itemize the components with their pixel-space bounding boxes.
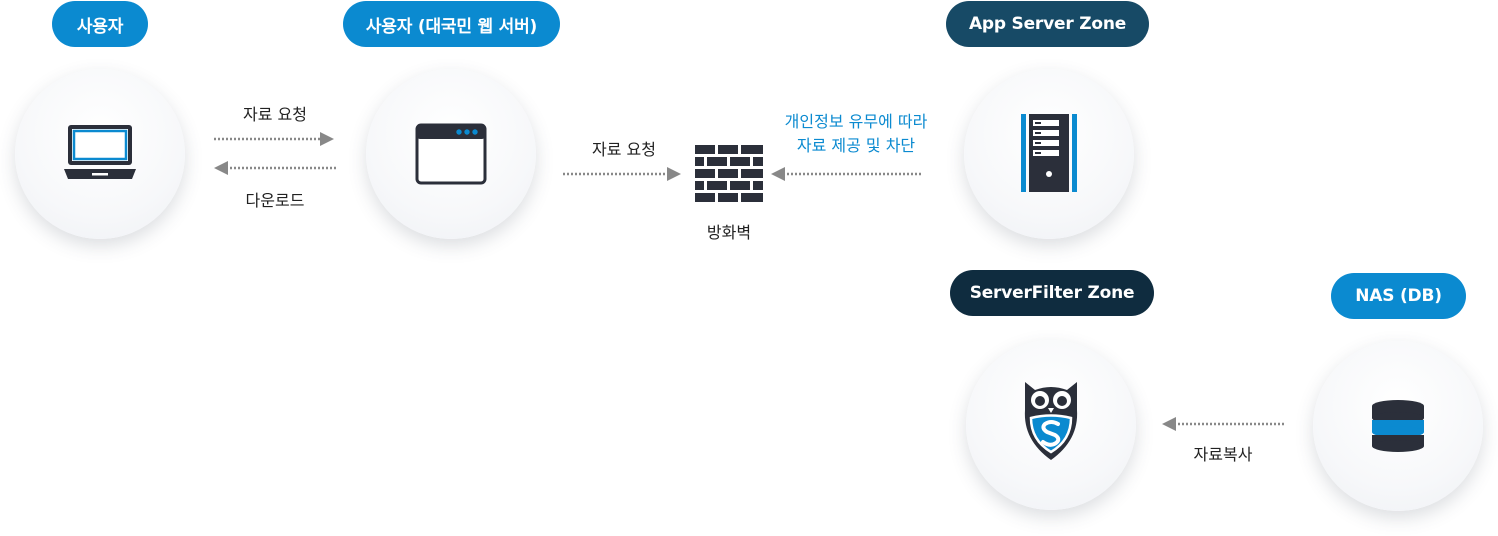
arrow-app-to-firewall [771, 167, 923, 181]
server-rack-icon [1021, 114, 1077, 192]
edge-label-privacy-line1: 개인정보 유무에 따라 [784, 112, 928, 131]
arrow-download-to-user [214, 161, 336, 175]
server-filter-node [966, 340, 1136, 510]
web-server-node [366, 69, 536, 239]
arrow-request-to-firewall [563, 167, 681, 181]
database-icon [1372, 400, 1424, 452]
zone-label-user: 사용자 [52, 1, 148, 47]
zone-label-app-server: App Server Zone [946, 1, 1149, 47]
edge-label-download: 다운로드 [245, 191, 305, 210]
browser-window-icon [415, 123, 487, 185]
edge-label-copy: 자료복사 [1193, 445, 1253, 464]
edge-label-request-1: 자료 요청 [243, 105, 307, 124]
app-server-node [964, 69, 1134, 239]
user-node [15, 69, 185, 239]
nas-node [1313, 341, 1483, 511]
arrow-request-to-web [214, 132, 334, 146]
owl-shield-icon [1024, 382, 1078, 460]
zone-label-server-filter: ServerFilter Zone [950, 270, 1154, 316]
edge-label-request-2: 자료 요청 [592, 140, 656, 159]
laptop-icon [64, 125, 136, 179]
firewall-brick-icon [695, 145, 763, 202]
zone-label-nas: NAS (DB) [1331, 273, 1466, 319]
firewall-label: 방화벽 [706, 223, 752, 242]
edge-label-privacy-filter: 개인정보 유무에 따라 자료 제공 및 차단 [771, 110, 941, 158]
arrow-nas-to-filter [1162, 417, 1284, 431]
zone-label-user-web-server: 사용자 (대국민 웹 서버) [343, 1, 560, 47]
edge-label-privacy-line2: 자료 제공 및 차단 [796, 136, 916, 155]
